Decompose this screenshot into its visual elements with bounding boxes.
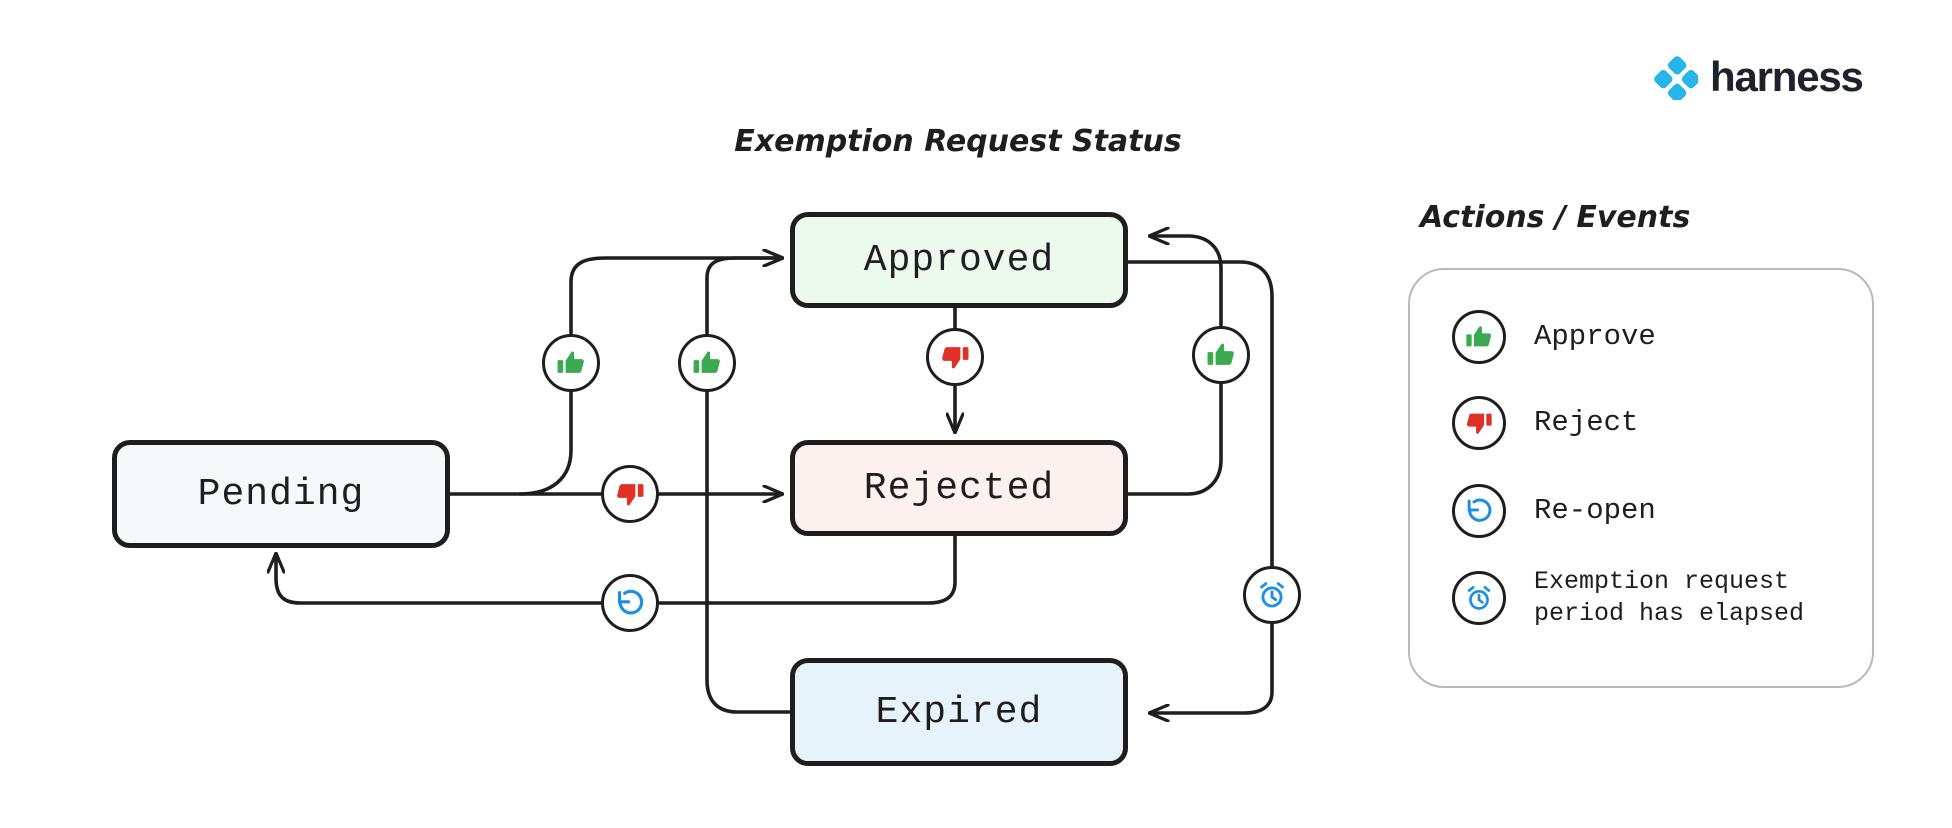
harness-logo: harness	[1652, 53, 1864, 100]
edge-badge-approve-expired-approved	[678, 334, 736, 392]
edge-badge-reject-approved-rejected	[926, 328, 984, 386]
legend-label-reopen: Re-open	[1534, 494, 1656, 528]
edge-badge-reject-pending-rejected	[601, 465, 659, 523]
edge-badge-expire-approved-expired	[1243, 566, 1301, 624]
thumbs-up-icon	[1207, 343, 1234, 365]
thumbs-down-icon	[617, 484, 644, 506]
edge-badge-reopen-rejected-pending	[601, 574, 659, 632]
reopen-icon	[1452, 484, 1506, 538]
legend-label-reject: Reject	[1534, 406, 1639, 440]
thumbs-down-icon	[1452, 396, 1506, 450]
edge-rejected-to-pending-a	[657, 534, 957, 605]
thumbs-up-icon	[693, 351, 720, 373]
legend-item-reopen: Re-open	[1452, 484, 1656, 538]
legend-item-expire: Exemption request period has elapsed	[1452, 566, 1804, 630]
edge-approved-to-expired-a	[1126, 260, 1274, 568]
thumbs-down-icon	[942, 347, 969, 369]
legend-label-approve: Approve	[1534, 320, 1656, 354]
edge-pending-to-approved-a	[518, 390, 573, 496]
legend-item-approve: Approve	[1452, 310, 1656, 364]
reopen-icon	[617, 589, 644, 615]
legend-label-expire: Exemption request period has elapsed	[1534, 567, 1805, 628]
state-node-approved[interactable]: Approved	[790, 212, 1128, 308]
state-node-pending[interactable]: Pending	[112, 440, 450, 548]
legend-title: Actions / Events	[1420, 200, 1691, 235]
edge-expired-to-approved-b	[705, 258, 782, 336]
state-node-expired[interactable]: Expired	[790, 658, 1128, 766]
legend-item-reject: Reject	[1452, 396, 1638, 450]
edge-approved-to-expired-b	[1150, 622, 1274, 713]
alarm-clock-icon	[1452, 571, 1506, 625]
edge-rejected-to-pending-b	[276, 554, 603, 605]
thumbs-up-icon	[557, 351, 584, 373]
alarm-clock-icon	[1260, 582, 1284, 608]
edge-rejected-to-approved-a	[1126, 382, 1223, 496]
harness-diamond-logo-icon	[1654, 56, 1698, 100]
edge-pending-to-approved-b	[569, 258, 782, 336]
thumbs-up-icon	[1452, 310, 1506, 364]
edge-badge-approve-pending-approved	[542, 334, 600, 392]
edge-badge-approve-rejected-approved	[1192, 326, 1250, 384]
state-node-rejected[interactable]: Rejected	[790, 440, 1128, 536]
edge-expired-to-approved-a	[705, 390, 792, 714]
diagram-title: Exemption Request Status	[734, 124, 1182, 159]
harness-wordmark: harness	[1710, 53, 1864, 100]
edge-rejected-to-approved-b	[1150, 236, 1223, 328]
